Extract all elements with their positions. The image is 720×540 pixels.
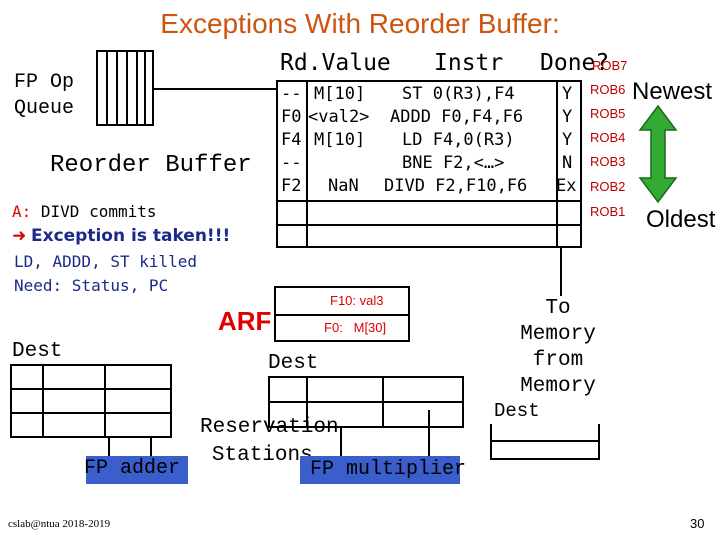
rob-instr: ST 0(R3),F4 [402, 84, 515, 104]
rob-done: Y [562, 130, 573, 150]
fp-op-queue-label: FP Op Queue [14, 70, 74, 122]
newest-label: Newest [632, 78, 713, 105]
multiplier-input-line [428, 410, 430, 462]
reservation-stations-line2: Stations [211, 444, 313, 467]
killed-note-line1: LD, ADDD, ST killed [14, 252, 198, 271]
fp-adder-label: FP adder [84, 457, 181, 480]
rob-instr: DIVD F2,F10,F6 [384, 176, 528, 196]
rob-slot-label: ROB7 [592, 58, 628, 73]
rob-value: NaN [328, 176, 359, 196]
queue-to-rob-line [154, 88, 276, 90]
exception-arrow-icon: ➜ [12, 226, 27, 245]
rob-header-rdvalue: Rd.Value [280, 50, 391, 76]
rob-dest: F0 [281, 107, 302, 127]
from-memory-line1: from [532, 349, 584, 372]
to-memory-line1: To [545, 297, 571, 320]
killed-note: LD, ADDD, ST killed Need: Status, PC [14, 250, 197, 298]
rob-row: F4 M[10] LD F4,0(R3) Y [278, 128, 580, 152]
fp-op-queue-box [96, 50, 154, 126]
dest-mid-label: Dest [268, 352, 319, 375]
rob-to-memory-line [560, 248, 562, 296]
reservation-stations-line1: Reservation [200, 416, 339, 439]
rob-dest: -- [281, 153, 302, 173]
adder-input-line [150, 438, 152, 462]
rob-header-instr: Instr [434, 50, 504, 76]
rob-slot-label: ROB4 [590, 130, 626, 145]
rob-done: N [562, 153, 573, 173]
dest-left-label: Dest [12, 340, 63, 363]
rob-value: <val2> [308, 107, 370, 127]
rob-slot-label: ROB2 [590, 179, 626, 194]
exception-note: ➜ Exception is taken!!! [12, 226, 230, 246]
reorder-buffer-table: -- M[10] ST 0(R3),F4 Y F0 <val2> ADDD F0… [276, 80, 582, 248]
to-memory-label: To Memory from Memory [508, 296, 608, 400]
adder-input-line [108, 438, 110, 462]
rob-dest: F2 [281, 176, 302, 196]
rob-value: M[10] [314, 130, 366, 150]
dest-right-label: Dest [494, 400, 540, 422]
killed-note-line2: Need: Status, PC [14, 276, 169, 295]
fp-multiplier-reservation-station [268, 376, 464, 428]
newest-oldest-arrow-icon [638, 104, 678, 204]
fp-adder-reservation-station [10, 364, 172, 438]
rob-slot-label: ROB6 [590, 82, 626, 97]
slide-title: Exceptions With Reorder Buffer: [160, 8, 560, 39]
arf-label: ARF [218, 306, 272, 336]
rob-header-done: Done? [540, 50, 610, 76]
page-number: 30 [690, 516, 705, 531]
fp-multiplier-unit: FP multiplier [300, 456, 466, 484]
rob-dest: -- [281, 84, 302, 104]
rob-dest: F4 [281, 130, 302, 150]
reservation-stations-label: Reservation Stations [200, 414, 339, 470]
rob-done: Y [562, 84, 573, 104]
oldest-label: Oldest [646, 206, 716, 233]
arf-register-file: F10: val3 F0: M[30] [274, 286, 410, 342]
commit-note-prefix: A: [12, 202, 32, 221]
arf-reg-f10: F10: val3 [330, 293, 384, 308]
arf-reg-f0: F0: M[30] [324, 320, 387, 335]
rob-slot-label: ROB5 [590, 106, 626, 121]
from-memory-line2: Memory [520, 375, 596, 398]
footer-source: cslab@ntua 2018-2019 [8, 518, 111, 530]
exception-note-text: Exception is taken!!! [30, 226, 231, 246]
rob-slot-label: ROB1 [590, 204, 626, 219]
commit-note: A: DIVD commits [12, 202, 157, 221]
rob-instr: BNE F2,<…> [402, 153, 505, 173]
load-buffer [490, 424, 600, 460]
rob-row: -- M[10] ST 0(R3),F4 Y [278, 82, 580, 106]
rob-slot-label: ROB3 [590, 154, 626, 169]
to-memory-line2: Memory [520, 323, 596, 346]
rob-instr: ADDD F0,F4,F6 [390, 107, 524, 127]
multiplier-input-line [340, 428, 342, 462]
fp-adder-unit: FP adder [84, 456, 188, 484]
commit-note-text: DIVD commits [31, 202, 157, 221]
rob-row: -- BNE F2,<…> N [278, 151, 580, 175]
fp-multiplier-label: FP multiplier [310, 458, 467, 481]
rob-done: Y [562, 107, 573, 127]
rob-instr: LD F4,0(R3) [402, 130, 515, 150]
rob-row: F0 <val2> ADDD F0,F4,F6 Y [278, 105, 580, 129]
rob-row: F2 NaN DIVD F2,F10,F6 Ex [278, 174, 580, 198]
fp-op-queue-line1: FP Op [14, 71, 75, 94]
reorder-buffer-label: Reorder Buffer [50, 152, 252, 179]
rob-done: Ex [556, 176, 577, 196]
rob-value: M[10] [314, 84, 366, 104]
fp-op-queue-line2: Queue [14, 97, 75, 120]
